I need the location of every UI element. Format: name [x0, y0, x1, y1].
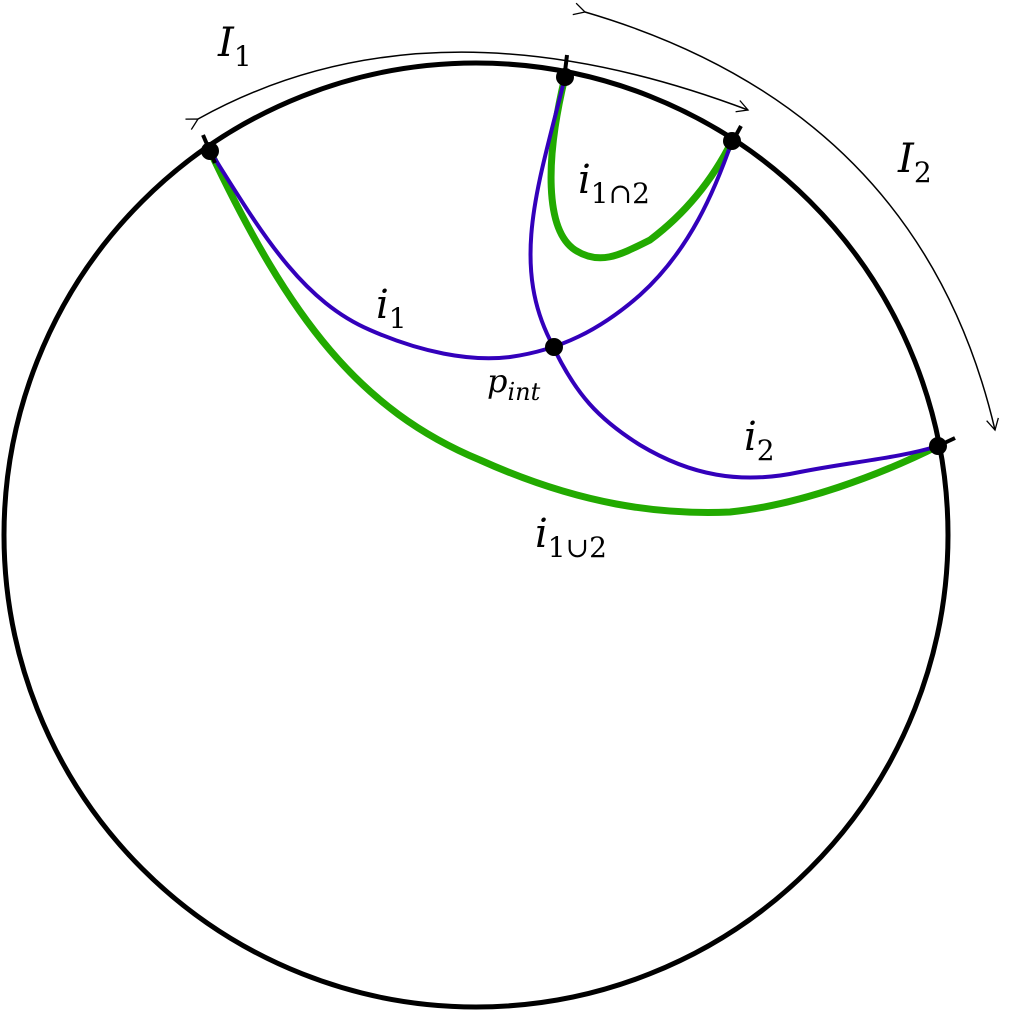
endpoint-c-dot	[723, 132, 741, 150]
interval-I2-arrow	[572, 2, 999, 432]
boundary-circle	[1, 60, 951, 1010]
label-i2: i2	[744, 414, 775, 467]
label-p-int: pint	[487, 362, 541, 406]
union-surface-curve	[206, 147, 942, 516]
endpoint-b-dot	[556, 68, 574, 86]
label-I1: I1	[217, 20, 252, 73]
geodesic-i1-curve	[208, 139, 734, 361]
label-i-union: i1∪2	[535, 511, 607, 564]
endpoint-a-dot	[201, 142, 219, 160]
label-i1: i1	[376, 282, 407, 335]
endpoint-d-dot	[929, 437, 947, 455]
label-I2: I2	[897, 136, 932, 189]
geodesic-i2-curve	[528, 75, 940, 480]
intersection-point-dot	[545, 338, 563, 356]
intersection-surface-curve	[547, 73, 736, 262]
label-i-intersection: i1∩2	[578, 157, 650, 210]
